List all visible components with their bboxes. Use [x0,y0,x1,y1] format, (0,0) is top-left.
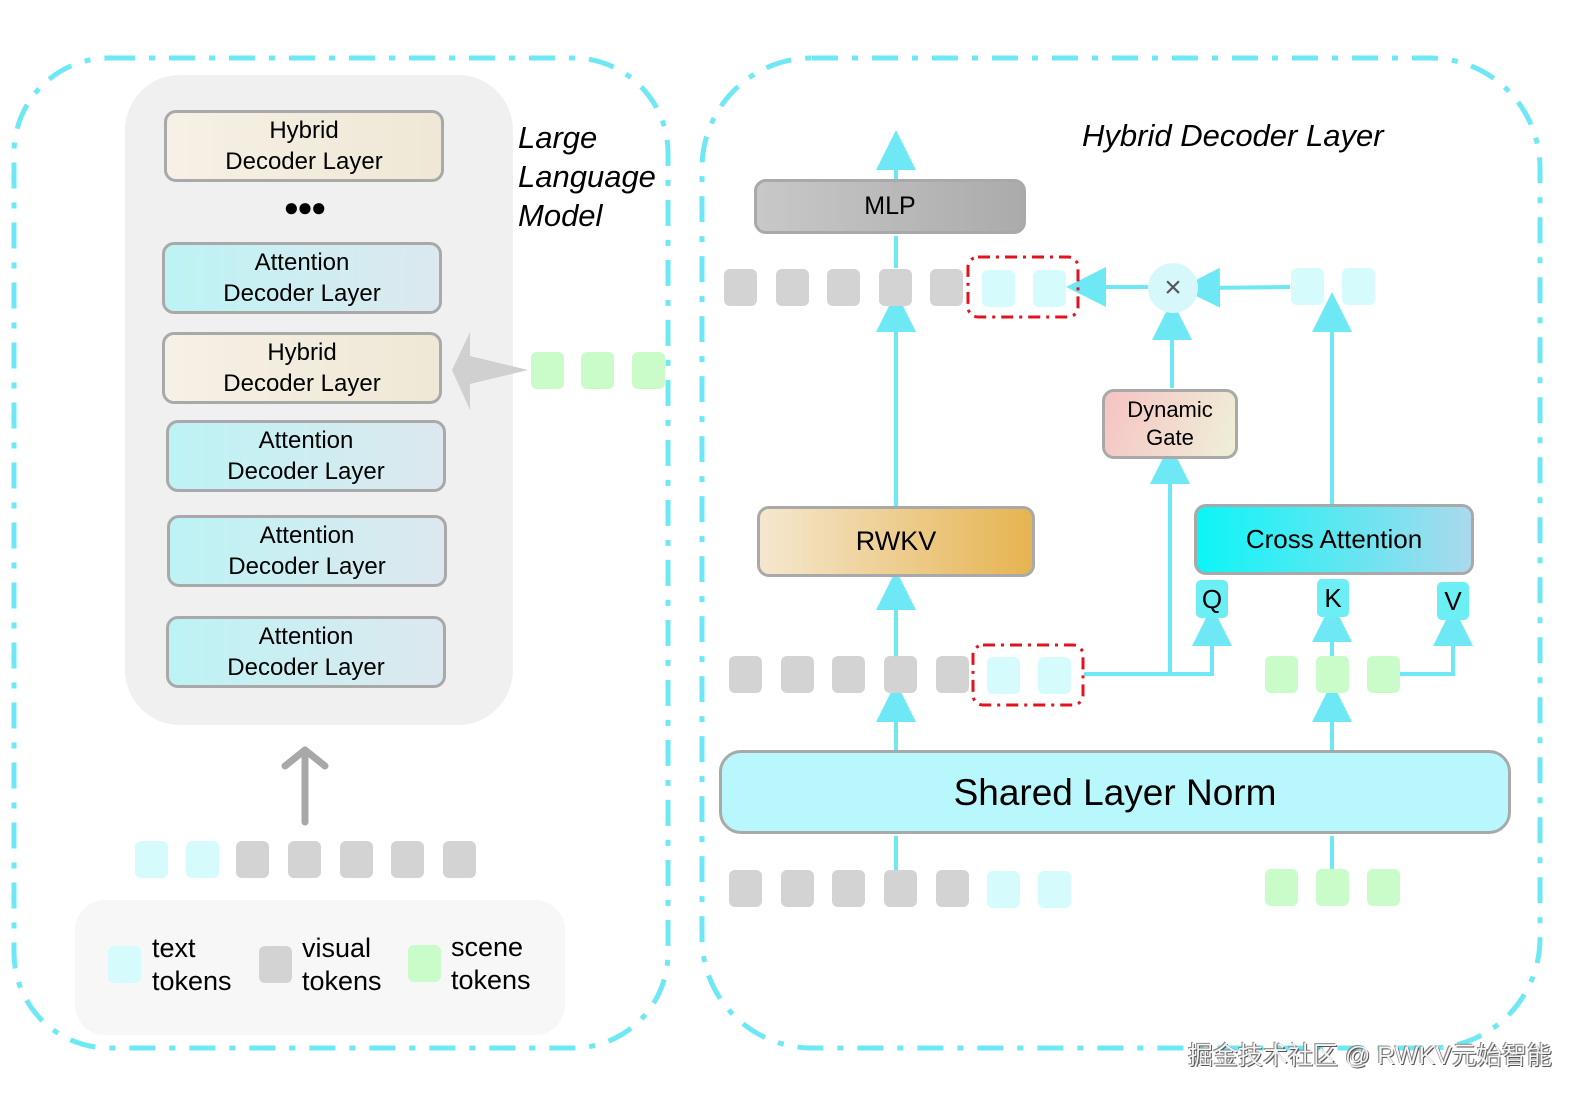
layer-line1: Hybrid [267,339,337,366]
legend-line: scene [451,932,524,962]
scene-token [1367,656,1400,693]
text-token [186,841,219,878]
llm-title-line: Large [518,120,598,155]
gate-line2: Gate [1146,425,1194,450]
legend-line: text [152,933,196,963]
gate-line1: Dynamic [1127,397,1213,422]
visual-token [340,841,373,878]
legend-swatch-text [108,946,141,983]
llm-layer-hybrid: Hybrid Decoder Layer [162,332,442,404]
visual-token [936,656,969,693]
dynamic-gate-block: Dynamic Gate [1102,389,1238,459]
visual-token [781,656,814,693]
cross-attention-label: Cross Attention [1245,524,1423,554]
visual-token [391,841,424,878]
watermark: 掘金技术社区 @ RWKV元始智能 [1188,1042,1552,1070]
scene-token [531,352,564,389]
text-token [987,657,1020,694]
legend-swatch-visual [259,946,292,983]
scene-token [1316,656,1349,693]
scene-injection-arrow [452,332,528,410]
norm-label: Shared Layer Norm [953,771,1277,813]
llm-title: Large Language Model [518,118,678,235]
layer-line2: Decoder Layer [223,370,381,397]
legend-label-scene: scene tokens [451,931,531,997]
multiply-node [1148,263,1198,313]
layer-line1: Attention [258,427,354,454]
text-token [135,841,168,878]
layer-line1: Attention [254,249,350,276]
mlp-block: MLP [754,179,1026,234]
legend-line: tokens [302,966,382,996]
legend-line: tokens [451,965,531,995]
scene-token [1265,656,1298,693]
visual-token [884,656,917,693]
visual-token [827,269,860,306]
text-token [987,871,1020,908]
scene-token [1367,869,1400,906]
visual-token [930,269,963,306]
visual-token [724,269,757,306]
layer-line2: Decoder Layer [225,148,383,175]
legend-label-text: text tokens [152,932,232,998]
llm-title-line: Language [518,159,656,194]
multiply-icon: × [1164,271,1182,304]
visual-token [288,841,321,878]
visual-token [236,841,269,878]
shared-layer-norm-block: Shared Layer Norm [719,750,1511,834]
visual-token [729,870,762,907]
visual-token [443,841,476,878]
scene-token [581,352,614,389]
llm-layer-attention: Attention Decoder Layer [162,242,442,314]
hybrid-frame [699,55,1543,1051]
value-input: V [1437,582,1469,620]
llm-layer-attention: Attention Decoder Layer [166,420,446,492]
visual-token [832,870,865,907]
scene-token [632,352,665,389]
layer-line2: Decoder Layer [227,654,385,681]
visual-token [936,870,969,907]
layer-line2: Decoder Layer [227,458,385,485]
legend-line: tokens [152,966,232,996]
cross-attention-output-token [1291,268,1324,305]
text-token [1038,871,1071,908]
cross-attention-block: Cross Attention [1194,504,1474,575]
text-token [982,270,1015,307]
hybrid-panel-title: Hybrid Decoder Layer [1082,118,1384,153]
llm-layer-attention: Attention Decoder Layer [166,616,446,688]
visual-token [729,656,762,693]
visual-token [832,656,865,693]
legend-label-visual: visual tokens [302,932,382,998]
layer-line1: Hybrid [269,117,339,144]
mlp-label: MLP [864,192,916,220]
llm-title-line: Model [518,198,603,233]
legend-background [75,900,565,1035]
cross-attention-output-token [1342,268,1375,305]
legend-swatch-scene [408,945,441,982]
highlight-output-text-tokens [966,255,1080,319]
visual-token [781,870,814,907]
layer-line2: Decoder Layer [223,280,381,307]
visual-token [879,269,912,306]
legend-line: visual [302,933,372,963]
visual-token [884,870,917,907]
key-input: K [1317,579,1349,617]
ellipsis-icon: ●●● [283,192,326,222]
llm-layer-attention: Attention Decoder Layer [167,515,447,587]
layer-line1: Attention [259,522,355,549]
scene-token [1316,869,1349,906]
scene-token [1265,869,1298,906]
query-input: Q [1196,580,1228,618]
visual-token [776,269,809,306]
highlight-input-text-tokens [971,643,1085,707]
rwkv-block: RWKV [757,506,1035,577]
rwkv-label: RWKV [855,526,937,556]
layer-line1: Attention [258,623,354,650]
text-token [1033,270,1066,307]
llm-layer-hybrid-top: Hybrid Decoder Layer [164,110,444,182]
layer-line2: Decoder Layer [228,553,386,580]
text-token [1038,657,1071,694]
